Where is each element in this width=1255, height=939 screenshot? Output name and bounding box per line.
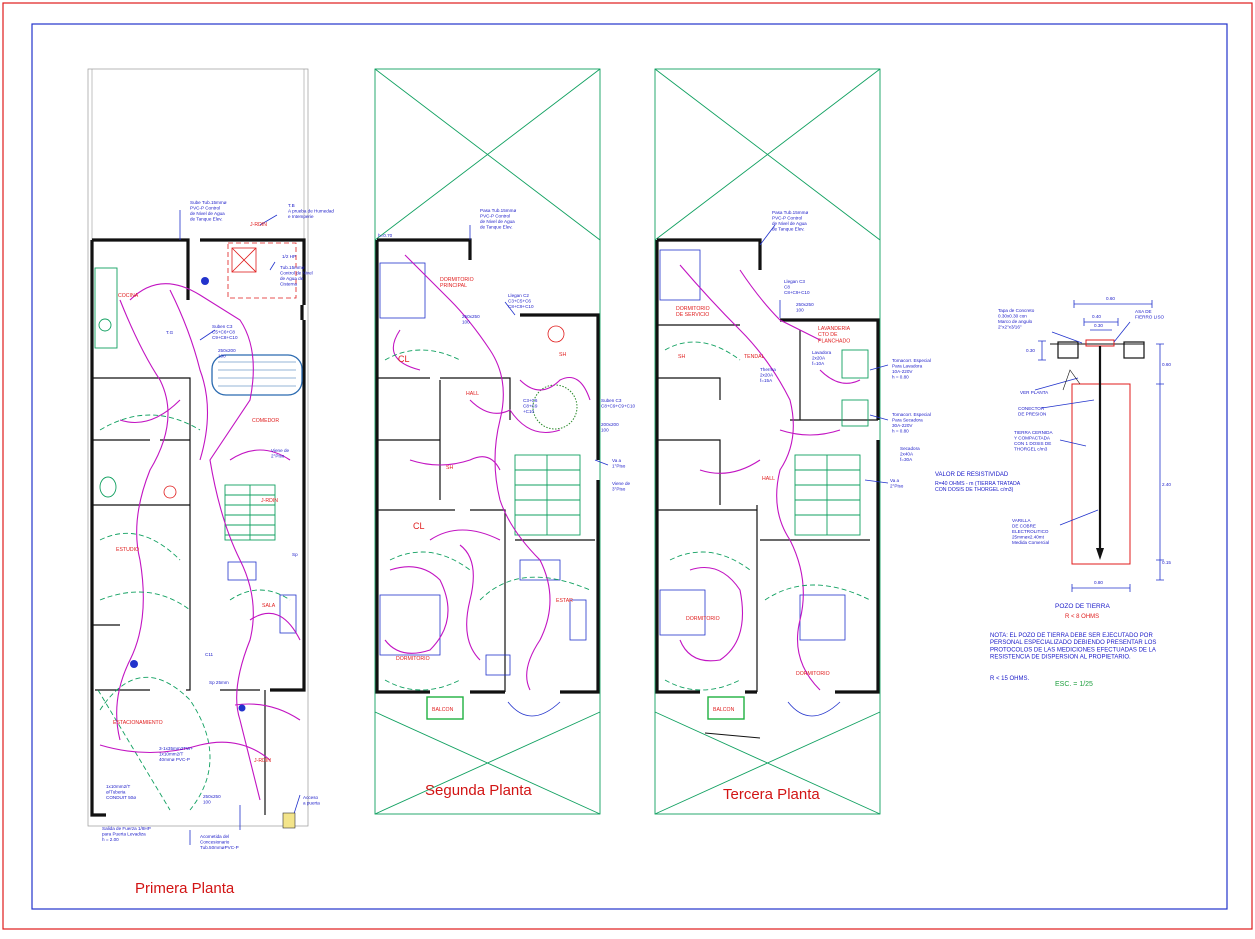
room-bath-2: SH — [559, 352, 566, 358]
well-dim-cap-w: 0.40 — [1092, 314, 1101, 319]
inner-frame — [31, 23, 1228, 910]
cistern-box — [227, 242, 297, 299]
balcony-2 — [426, 696, 464, 720]
lot-outline-1 — [87, 68, 309, 827]
well-scale: ESC. = 1/25 — [1055, 681, 1093, 688]
label-sp25: Sp 25mm — [209, 680, 229, 685]
title-second-floor: Segunda Planta — [425, 782, 532, 799]
room-hall-2: HALL — [466, 391, 479, 397]
dining-table — [211, 354, 303, 396]
label-sp: Sp — [292, 552, 298, 557]
balcony-3 — [707, 696, 745, 720]
room-terrace-3: TENDAL — [744, 354, 765, 360]
stair-1 — [224, 484, 276, 541]
title-third-floor: Tercera Planta — [723, 786, 820, 803]
well-plate: VER PLANTA — [1020, 390, 1049, 395]
well-dim-rod-len: 2.40 — [1162, 482, 1171, 487]
room-bedroom-2: DORMITORIO — [396, 656, 430, 662]
note-height-2: h=0.70 — [378, 233, 393, 238]
room-bath-2b: SH — [446, 465, 453, 471]
third-floor-plan — [654, 68, 889, 815]
room-bedroom-3a: DORMITORIO — [686, 616, 720, 622]
room-bath-3: SH — [678, 354, 685, 360]
well-dim-cap-in: 0.30 — [1094, 323, 1103, 328]
room-balcony-3: BALCON — [713, 707, 735, 713]
well-resistance: R < 8 OHMS — [1065, 614, 1099, 620]
room-kitchen: COCINA — [118, 293, 139, 299]
room-family-2: ESTAR — [556, 598, 573, 604]
room-study: ESTUDIO — [116, 547, 139, 553]
room-closet-2: CL — [398, 354, 410, 364]
well-dim-base: 0.80 — [1094, 580, 1103, 585]
resistivity-title: VALOR DE RESISTIVIDAD — [935, 472, 1009, 478]
room-garden-2: J-RDIN — [261, 498, 278, 504]
well-dim-bottom: 0.15 — [1162, 560, 1171, 565]
room-hall-3: HALL — [762, 476, 775, 482]
room-living: SALA — [262, 603, 276, 609]
room-garden-3: J-RDIN — [254, 758, 271, 764]
ground-well-detail — [1034, 300, 1164, 592]
room-bedroom-3b: DORMITORIO — [796, 671, 830, 677]
skylight-2 — [532, 384, 578, 430]
well-title: POZO DE TIERRA — [1055, 603, 1110, 610]
well-requirement: R < 15 OHMS. — [990, 676, 1030, 682]
room-parking: ESTACIONAMIENTO — [113, 720, 163, 726]
room-balcony-2: BALCON — [432, 707, 454, 713]
room-garden-1: J-RDIN — [250, 222, 267, 228]
room-dining: COMEDOR — [252, 418, 279, 424]
well-note: NOTA: EL POZO DE TIERRA DEBE SER EJECUTA… — [990, 633, 1156, 661]
second-floor-plan — [374, 68, 609, 815]
well-dim-top: 0.60 — [1106, 296, 1115, 301]
label-c11: C11 — [205, 652, 214, 657]
first-floor-plan — [87, 68, 309, 845]
note-pump: 1/2 HP — [282, 254, 296, 259]
well-dim-depth: 0.60 — [1162, 362, 1171, 367]
title-first-floor: Primera Planta — [135, 880, 235, 897]
well-dim-cap-h: 0.30 — [1026, 348, 1035, 353]
room-closet-2b: CL — [413, 521, 425, 531]
note-board: T.G — [166, 330, 174, 335]
